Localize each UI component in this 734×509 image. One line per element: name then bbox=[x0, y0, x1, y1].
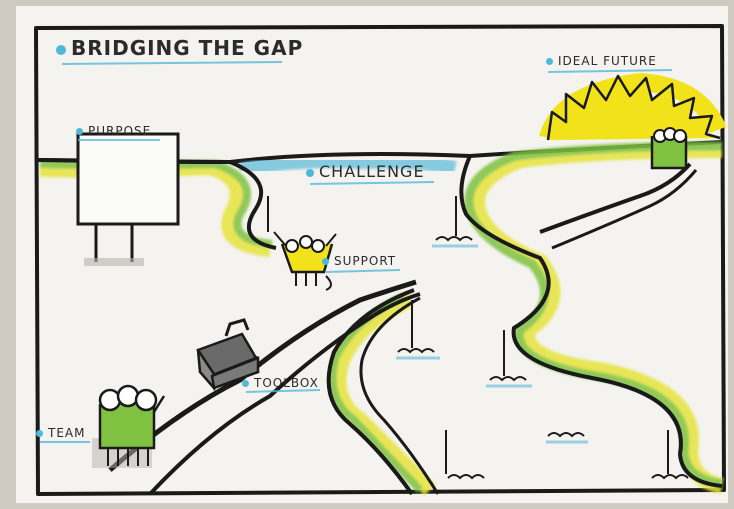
page-title: BRIDGING THE GAP bbox=[71, 36, 304, 60]
bullet-icon bbox=[36, 430, 43, 437]
support-figure-icon bbox=[273, 231, 337, 291]
bridge-path-bottom bbox=[148, 292, 421, 496]
right-cliff-grass bbox=[464, 141, 724, 494]
bridge-path-top bbox=[108, 279, 417, 472]
bullet-icon bbox=[306, 168, 314, 177]
bullet-icon bbox=[76, 128, 83, 135]
bullet-icon bbox=[56, 44, 66, 55]
future-figures-icon bbox=[650, 127, 688, 170]
middle-island-edge bbox=[326, 288, 415, 496]
middle-island-edge-2 bbox=[359, 296, 440, 495]
purpose-billboard-icon bbox=[76, 132, 180, 266]
toolbox-icon bbox=[196, 318, 260, 392]
bullet-icon bbox=[546, 58, 553, 65]
bullet-icon bbox=[322, 258, 329, 265]
future-path-lower bbox=[551, 169, 698, 250]
cliff-depth-lines bbox=[267, 196, 669, 474]
water-strip bbox=[238, 154, 457, 177]
frame-border bbox=[34, 24, 726, 496]
label-underlines bbox=[40, 61, 673, 443]
bullet-icon bbox=[242, 380, 249, 387]
right-cliff-edge bbox=[459, 155, 723, 488]
toolbox-label: TOOLBOX bbox=[242, 376, 319, 390]
team-figures-icon bbox=[92, 384, 166, 468]
future-path-upper bbox=[539, 162, 692, 234]
purpose-label: PURPOSE bbox=[76, 124, 151, 138]
title-label: BRIDGING THE GAP bbox=[56, 36, 303, 60]
ideal-future-label: IDEAL FUTURE bbox=[546, 54, 657, 68]
sun-icon bbox=[539, 72, 727, 141]
team-label: TEAM bbox=[36, 426, 85, 440]
water-ripples bbox=[396, 236, 689, 480]
challenge-label: CHALLENGE bbox=[306, 162, 425, 181]
support-label: SUPPORT bbox=[322, 254, 396, 268]
